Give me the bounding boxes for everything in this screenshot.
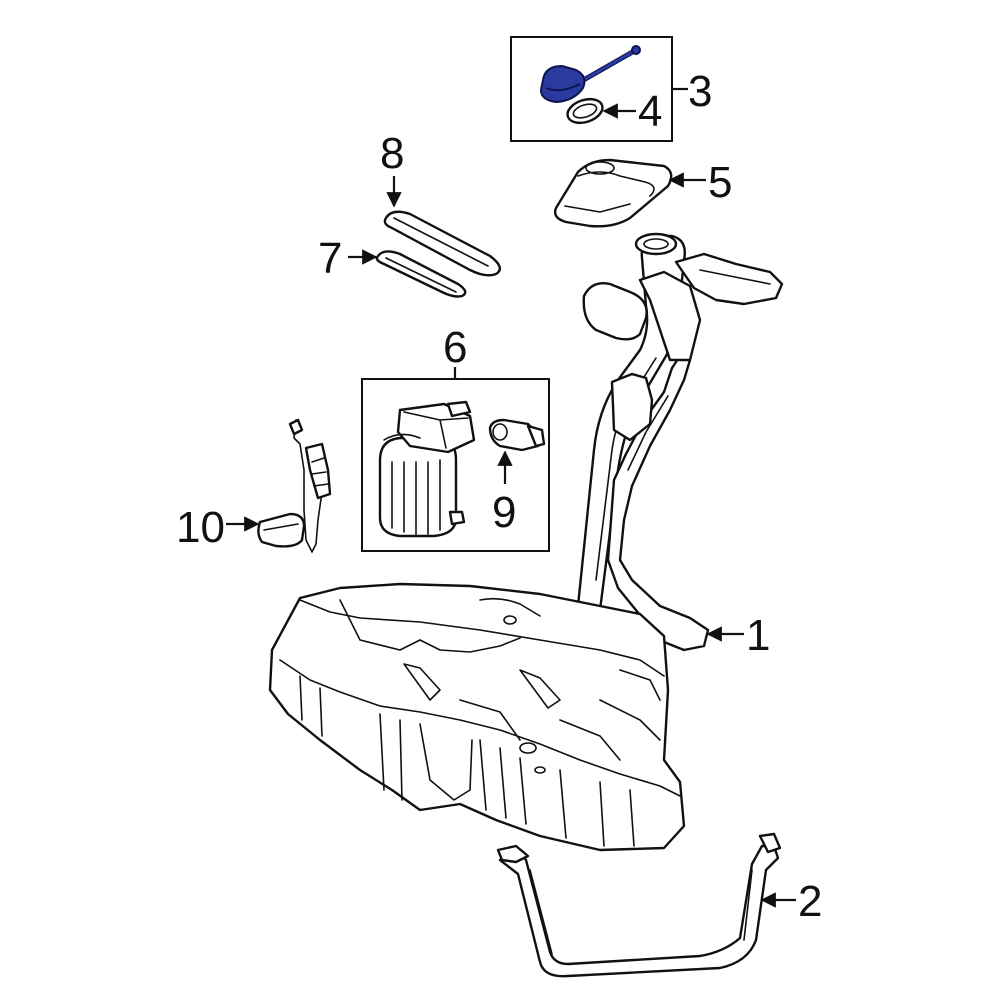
filler-housing-part[interactable]: [553, 158, 673, 228]
fuel-tank-part[interactable]: [268, 232, 784, 852]
fuel-cap-part[interactable]: [540, 45, 641, 103]
pump-sensor-part[interactable]: [488, 418, 546, 452]
callout-1: 1: [746, 611, 770, 660]
fuel-level-sender-part[interactable]: [257, 418, 332, 553]
callout-3: 3: [688, 67, 712, 116]
tank-strap-part[interactable]: [496, 832, 782, 978]
pump-gasket-large-part[interactable]: [383, 210, 502, 277]
callout-5: 5: [708, 158, 732, 207]
cap-seal-part[interactable]: [564, 95, 605, 127]
callout-6: 6: [443, 323, 467, 372]
callout-10: 10: [176, 503, 225, 552]
callout-8: 8: [380, 129, 404, 178]
fuel-pump-module-part[interactable]: [378, 400, 476, 538]
callout-9: 9: [492, 488, 516, 537]
pump-gasket-small-part[interactable]: [375, 250, 467, 298]
callout-2: 2: [798, 877, 822, 926]
callout-4: 4: [638, 87, 662, 136]
callout-7: 7: [318, 234, 342, 283]
